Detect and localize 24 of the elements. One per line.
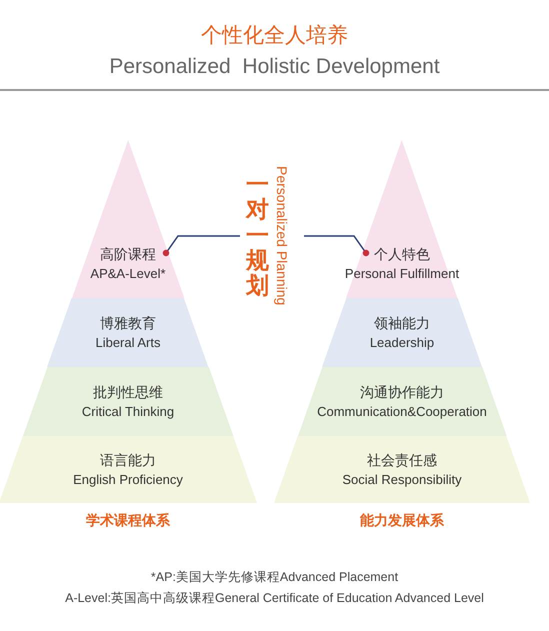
tier-subtitle: Critical Thinking [82, 402, 174, 421]
footnote: A-Level:英国高中高级课程General Certificate of Education Advanced Level [65, 590, 484, 607]
leader-line [162, 235, 240, 256]
tier-title: 语言能力 [100, 450, 156, 470]
tier-subtitle: AP&A-Level* [90, 265, 166, 283]
footnote: *AP:美国大学先修课程Advanced Placement [150, 569, 398, 586]
subheading: Personalized Holistic Development [109, 54, 440, 80]
tier-title: 社会责任感 [367, 450, 437, 470]
tier-title: 领袖能力 [374, 314, 430, 332]
tier-subtitle: Personal Fulfillment [344, 265, 460, 283]
tier-subtitle: Social Responsibility [342, 470, 462, 489]
tier-title: 批判性思维 [92, 382, 163, 402]
vertical-heading: 一对一规划 [246, 172, 269, 298]
tier-title: 个人特色 [374, 245, 430, 264]
tier-title: 高阶课程 [100, 245, 156, 264]
tier-subtitle: Communication&Cooperation [317, 402, 487, 421]
tier-title: 博雅教育 [100, 314, 156, 332]
tier-subtitle: English Proficiency [73, 470, 183, 489]
heading: 个性化全人培养 [201, 23, 348, 49]
tier-subtitle: Leadership [370, 334, 434, 352]
vertical-subtitle: Personalized Planning [274, 166, 290, 306]
tier-subtitle: Liberal Arts [95, 334, 161, 352]
tier-title: 沟通协作能力 [360, 382, 444, 402]
leader-line [304, 235, 370, 256]
